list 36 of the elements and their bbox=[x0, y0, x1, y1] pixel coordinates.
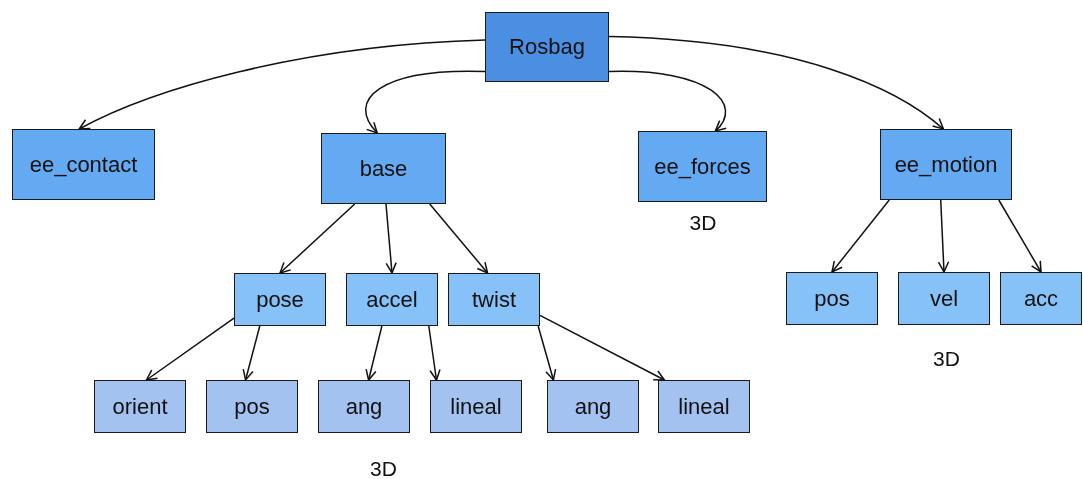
topic-box: ee_forces bbox=[638, 131, 767, 202]
arrow bbox=[365, 325, 383, 381]
topic-box: Rosbag bbox=[485, 12, 609, 82]
topic-box: pose bbox=[234, 273, 326, 326]
arrow bbox=[537, 325, 557, 381]
topic-box: accel bbox=[346, 273, 438, 326]
topic-box: lineal bbox=[430, 380, 522, 433]
topic-box: pos bbox=[786, 272, 878, 325]
topic-box: lineal bbox=[658, 380, 750, 433]
topic-box: ee_motion bbox=[880, 129, 1012, 200]
arrow bbox=[385, 203, 397, 274]
topic-box: base bbox=[321, 133, 446, 204]
arrow bbox=[145, 317, 235, 381]
topic-box: pos bbox=[206, 380, 298, 433]
dimension-note: 3D bbox=[933, 347, 960, 371]
topic-box: orient bbox=[94, 380, 186, 433]
dimension-note: 3D bbox=[689, 211, 717, 235]
arrow bbox=[608, 35, 945, 130]
arrow bbox=[937, 199, 950, 273]
arrow bbox=[831, 199, 890, 273]
arrow bbox=[364, 70, 486, 134]
topic-box: vel bbox=[898, 272, 990, 325]
arrow bbox=[608, 70, 727, 132]
arrow bbox=[242, 325, 261, 381]
arrow bbox=[429, 203, 489, 274]
arrow bbox=[539, 314, 666, 381]
arrow bbox=[428, 325, 441, 381]
topic-box: ee_contact bbox=[12, 129, 155, 200]
topic-box: acc bbox=[1000, 272, 1082, 325]
arrow bbox=[279, 203, 356, 274]
arrow bbox=[998, 199, 1042, 273]
topic-box: ang bbox=[547, 380, 639, 433]
topic-box: twist bbox=[448, 273, 540, 326]
arrow bbox=[78, 39, 486, 130]
dimension-note: 3D bbox=[370, 457, 397, 479]
topic-box: ang bbox=[318, 380, 410, 433]
